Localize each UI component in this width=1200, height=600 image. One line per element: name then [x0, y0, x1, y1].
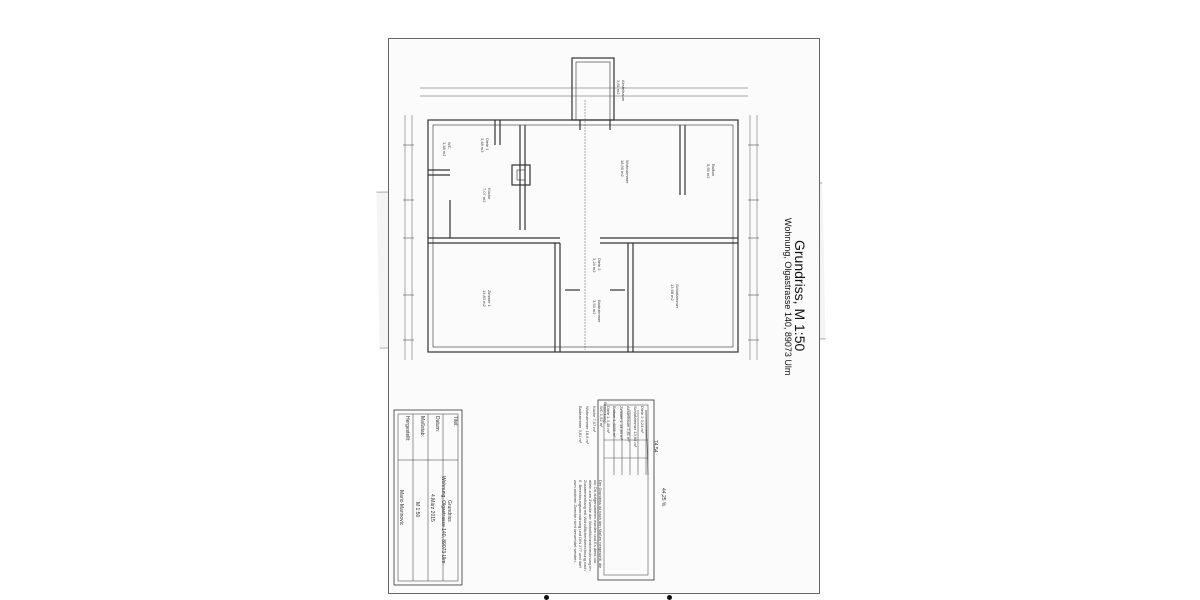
- storage-room-wall: [571, 57, 615, 121]
- area-row: Küche 7,07 m²: [592, 406, 597, 433]
- value-massstab: M 1:50: [414, 502, 420, 518]
- inner-wall-line: [432, 124, 734, 348]
- area-row: Balkon 1,4125 m²: [612, 406, 617, 438]
- remark-heading: Bemerkung:: [603, 402, 608, 424]
- area-row: Badezimmer 3,81 m²: [578, 406, 583, 444]
- area-row: Schlafzimmer 13,68 m²: [633, 406, 638, 448]
- value-datum: 4.März 2015: [429, 494, 435, 522]
- area-total: 74,54: [652, 440, 658, 453]
- value-hergestellt: Mario Marinovic: [398, 490, 404, 526]
- remark-box: [597, 399, 655, 581]
- plan-title: Grundriss, M 1:50: [792, 240, 808, 352]
- plan-subtitle: Wohnung, Olgastrasse 140, 89073 Ulm: [783, 218, 793, 376]
- scan-artifact: [544, 595, 549, 600]
- area-table-2: Diele 2 3,24 m² Schlafzimmer 13,68 m² Ab…: [611, 406, 646, 447]
- value-titel-1: Grundriss: [446, 500, 452, 522]
- value-titel-2: Wohnung, Olgastrasse 140, 89073 Ulm: [440, 476, 446, 564]
- label-datum: Datum:: [434, 416, 440, 433]
- area-row: Abstellraum 3,81 m²: [626, 406, 631, 442]
- label-massstab: Maßstab:: [419, 416, 425, 437]
- scan-artifact: [667, 595, 672, 600]
- label-titel: Titel:: [452, 416, 458, 427]
- area-row: Wohnzimmer 18,6 m²: [585, 406, 590, 445]
- area-percent: 44,25 %: [660, 488, 666, 507]
- remark-text: Der Grundriss ist nach den Maßen hergest…: [573, 480, 603, 571]
- title-block: [393, 409, 463, 586]
- area-row: Zimmer 1 14,83 m²: [619, 406, 624, 440]
- outer-wall: [427, 119, 739, 353]
- label-hergestellt: Hergestellt:: [404, 416, 410, 442]
- area-row: Diele 2 3,24 m²: [640, 406, 645, 434]
